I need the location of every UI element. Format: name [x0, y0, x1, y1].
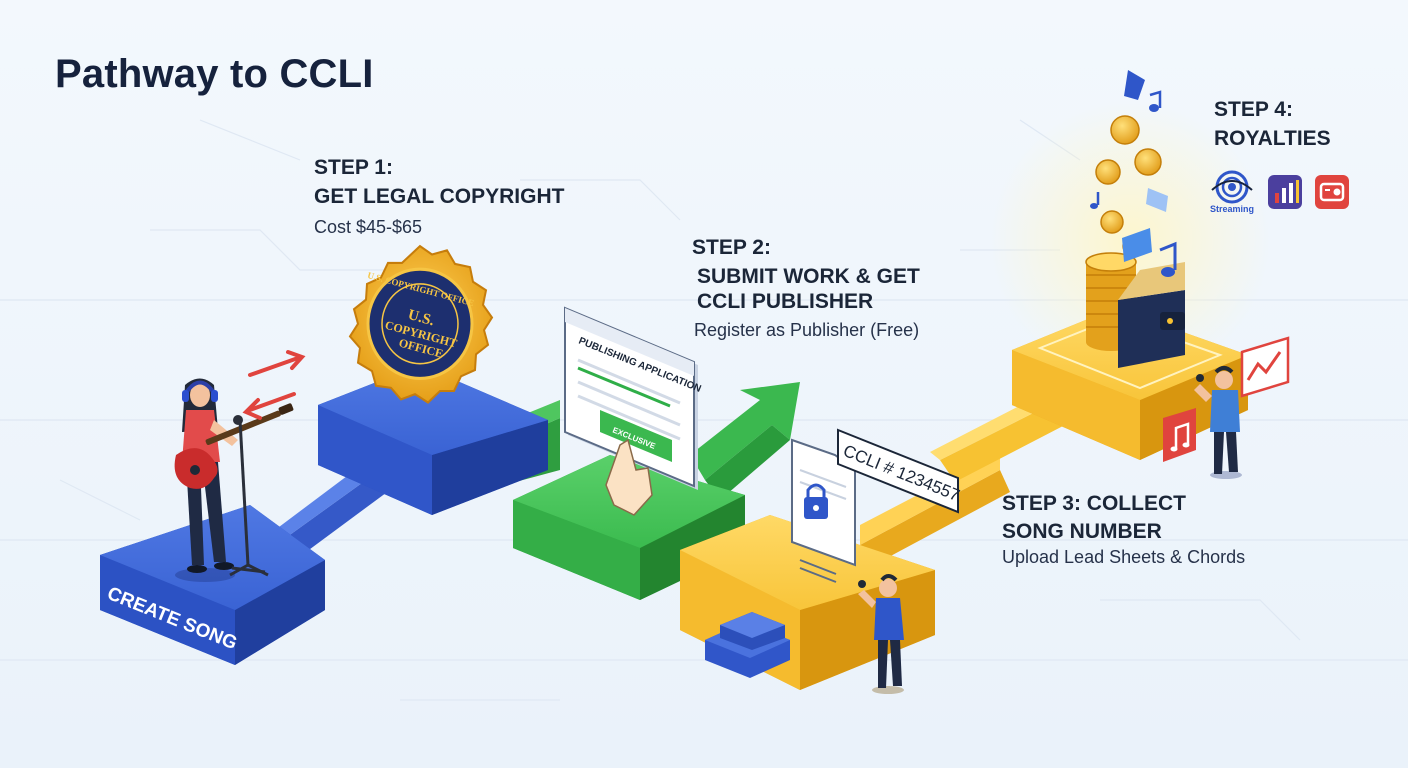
- step2-heading: STEP 2:: [692, 236, 771, 259]
- musician-figure: [174, 378, 294, 582]
- blue-steps-block: [705, 612, 790, 678]
- locked-document-icon: [791, 438, 856, 583]
- seal-center-line1: U.S.: [406, 307, 436, 329]
- red-arrows-icon: [242, 350, 306, 420]
- step1-heading: STEP 1:: [314, 156, 393, 179]
- page-title: Pathway to CCLI: [55, 52, 374, 96]
- chart-badge-icon: [1240, 336, 1290, 398]
- music-badge-icon: [1163, 408, 1196, 462]
- step1-detail: Cost $45-$65: [314, 217, 423, 237]
- application-window-icon: [564, 306, 698, 490]
- music-note-icons: [1090, 70, 1177, 277]
- step3-title: SONG NUMBER: [1002, 520, 1162, 543]
- block-step1: [318, 365, 548, 515]
- ccli-number-tag: [837, 428, 959, 514]
- person-figure-step4: [1194, 366, 1242, 479]
- radio-app-icon: [1315, 175, 1349, 209]
- step2-title-line1: SUBMIT WORK & GET: [697, 265, 920, 288]
- streaming-label: Streaming: [1210, 204, 1254, 214]
- step3-detail: Upload Lead Sheets & Chords: [1002, 547, 1246, 567]
- person-figure-step3: [858, 574, 904, 694]
- floating-cards-icon: [1122, 188, 1168, 262]
- step1-title: GET LEGAL COPYRIGHT: [314, 185, 565, 208]
- step2-title-line2: CCLI PUBLISHER: [697, 290, 874, 313]
- block-create-song: [100, 505, 325, 665]
- streaming-icon: [1211, 170, 1253, 204]
- step3-heading: STEP 3: COLLECT: [1002, 492, 1186, 515]
- copyright-seal-icon: [348, 244, 494, 404]
- step4-heading: STEP 4:: [1214, 98, 1293, 121]
- pointing-hand-icon: [605, 438, 653, 516]
- step2-detail: Register as Publisher (Free): [694, 320, 920, 340]
- bar-chart-app-icon: [1268, 175, 1302, 209]
- step4-title: ROYALTIES: [1214, 127, 1331, 150]
